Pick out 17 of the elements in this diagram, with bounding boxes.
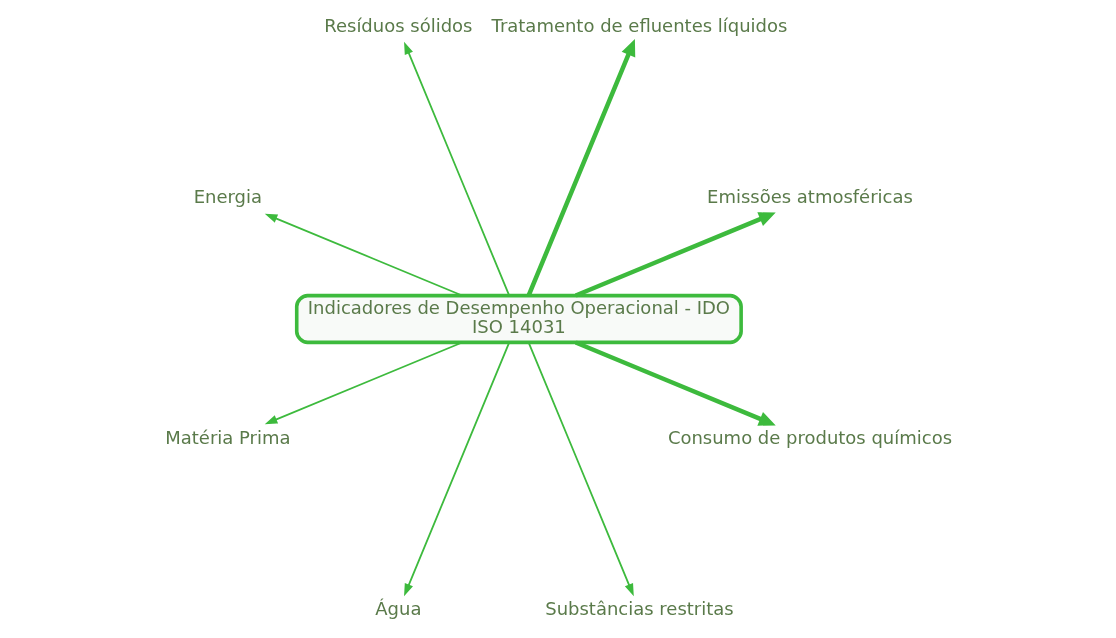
arrow — [574, 212, 776, 298]
node-text: Tratamento de efluentes líquidos — [491, 15, 787, 37]
arrow — [526, 39, 635, 297]
arrow — [574, 340, 776, 426]
node-text: Emissões atmosféricas — [706, 185, 913, 207]
node-text: Consumo de produtos químicos — [667, 427, 952, 449]
arrow — [527, 341, 634, 597]
node-text: Energia — [193, 185, 262, 207]
arrow — [264, 213, 463, 297]
node-text: Água — [374, 597, 421, 619]
arrow — [403, 341, 510, 597]
node-box: Indicadores de Desempenho Operacional - IDO ISO 14031 — [294, 293, 743, 345]
arrow — [403, 41, 510, 297]
node-text: Resíduos sólidos — [323, 15, 472, 37]
node-text: Matéria Prima — [164, 427, 290, 449]
node-text: Substâncias restritas — [544, 597, 734, 619]
arrow — [264, 341, 463, 425]
